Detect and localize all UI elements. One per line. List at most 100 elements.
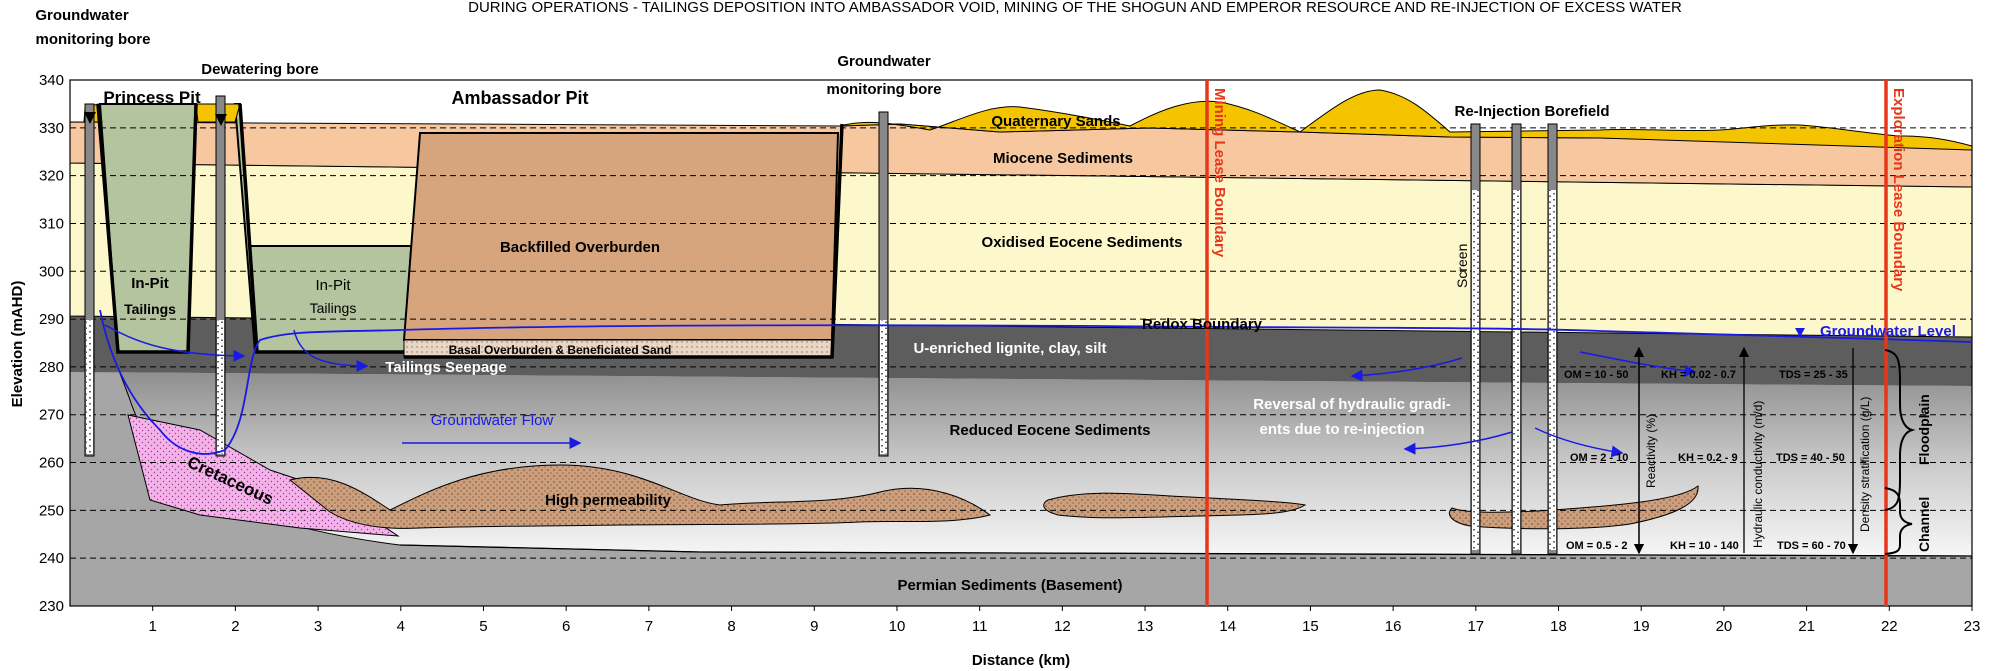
backfilled-overburden-label: Backfilled Overburden [500,239,660,256]
reversal-arrow-right-lower [1534,427,1624,458]
tailings-seepage-arrow [104,324,246,362]
basal-overburden-label: Basal Overburden & Beneficiated Sand [449,343,672,357]
y-tick-label: 330 [39,120,64,137]
monitoring-bore-middle [878,111,889,457]
high-permeability-lens [1043,492,1307,519]
reversal-arrow-left-lower [1403,431,1513,455]
oxidised-eocene-label: Oxidised Eocene Sediments [982,234,1183,251]
x-tick-label: 23 [1964,618,1981,635]
x-tick-label: 4 [397,618,405,635]
groundwater-level-line [99,309,1973,455]
y-tick-label: 240 [39,550,64,567]
x-tick-label: 12 [1054,618,1071,635]
x-tick-label: 13 [1137,618,1154,635]
kh-top-label: KH = 0.02 - 0.7 [1661,369,1736,381]
x-tick-label: 2 [231,618,239,635]
reinjection-bore-1 [1470,123,1481,555]
y-axis-title: Elevation (mAHD) [9,281,26,408]
ambassador-pit-label: Ambassador Pit [451,88,588,108]
in-pit-tailings-label-1a: In-Pit [131,275,169,292]
figure-title: DURING OPERATIONS - TAILINGS DEPOSITION … [468,0,1682,16]
parameter-arrows [1633,346,1859,555]
princess-pit-label: Princess Pit [103,88,201,107]
y-tick-label: 290 [39,311,64,328]
kh-mid-label: KH = 0.2 - 9 [1678,452,1738,464]
x-tick-label: 6 [562,618,570,635]
in-pit-tailings-label-2b: Tailings [310,300,357,316]
y-tick-label: 250 [39,502,64,519]
reduced-eocene-label: Reduced Eocene Sediments [950,422,1151,439]
y-tick-label: 280 [39,359,64,376]
permian-label: Permian Sediments (Basement) [897,577,1122,594]
x-tick-label: 7 [645,618,653,635]
tds-top-label: TDS = 25 - 35 [1779,369,1848,381]
y-tick-label: 270 [39,407,64,424]
x-tick-label: 22 [1881,618,1898,635]
x-tick-label: 14 [1219,618,1236,635]
reversal-arrow-left [1350,357,1463,382]
x-tick-label: 18 [1550,618,1567,635]
floodplain-label: Floodplain [1916,394,1932,465]
hydraulic-conductivity-label: Hydraulic conductivity (m/d) [1751,401,1765,548]
dewatering-bore-label: Dewatering bore [201,61,319,78]
reversal-label-2: ents due to re-injection [1259,421,1424,438]
gw-bore-mid-label-2: monitoring bore [827,81,942,98]
x-tick-label: 20 [1716,618,1733,635]
plot-frame [69,79,1973,607]
gw-bore-left-label-2: monitoring bore [36,31,151,48]
reinjection-bore-3 [1547,123,1558,555]
floodplain-brace [1884,349,1916,511]
reactivity-label: Reactivity (%) [1644,414,1658,488]
backfilled-overburden [402,132,840,341]
reinjection-bore-2 [1511,123,1522,555]
x-tick-label: 9 [810,618,818,635]
tailings-seepage-arrow [293,329,369,372]
exploration-lease-boundary-label: Exploration Lease Boundary [1890,88,1907,292]
water-level-down-arrow [215,114,227,126]
high-permeability-label: High permeability [545,492,672,509]
tailings-seepage-label: Tailings Seepage [385,359,506,376]
y-tick-label: 230 [39,598,64,615]
groundwater-level-label: Groundwater Level [1820,323,1956,340]
x-axis-title: Distance (km) [972,652,1070,669]
groundwater-flow-label: Groundwater Flow [431,412,554,429]
om-bot-label: OM = 0.5 - 2 [1566,540,1627,552]
density-stratification-label: Density stratification (g/L) [1858,397,1872,532]
high-permeability-lens [288,464,992,529]
miocene-sediments-label: Miocene Sediments [993,150,1133,167]
channel-brace [1884,487,1913,555]
u-enriched-label: U-enriched lignite, clay, silt [913,340,1106,357]
redox-boundary-label: Redox Boundary [1142,316,1263,333]
tds-mid-label: TDS = 40 - 50 [1776,452,1845,464]
x-tick-label: 10 [889,618,906,635]
mining-lease-boundary-label: Mining Lease Boundary [1211,88,1228,258]
tds-bot-label: TDS = 60 - 70 [1777,540,1846,552]
y-tick-label: 300 [39,263,64,280]
gw-bore-mid-label-1: Groundwater [837,53,931,70]
reinjection-borefield-label: Re-Injection Borefield [1454,103,1609,120]
reversal-label-1: Reversal of hydraulic gradi- [1253,396,1451,413]
x-tick-label: 17 [1467,618,1484,635]
x-tick-label: 11 [972,618,988,635]
groundwater-level-marker [1795,328,1805,337]
x-tick-label: 16 [1385,618,1402,635]
screen-label: Screen [1454,244,1470,288]
gw-bore-left-label-1: Groundwater [35,7,129,24]
dewatering-bore [215,95,226,457]
water-level-down-arrow [84,112,96,124]
x-tick-label: 21 [1798,618,1815,635]
in-pit-tailings-label-2a: In-Pit [315,277,351,294]
in-pit-tailings-label-1b: Tailings [124,301,176,317]
y-tick-label: 340 [39,72,64,89]
y-tick-label: 310 [39,215,64,232]
quaternary-sands-label: Quaternary Sands [991,113,1120,130]
grid-lines [70,127,1972,559]
quaternary-sands-layer [839,89,1972,151]
monitoring-bore-left [84,103,95,457]
y-tick-label: 320 [39,168,64,185]
x-tick-label: 19 [1633,618,1650,635]
x-tick-label: 3 [314,618,322,635]
